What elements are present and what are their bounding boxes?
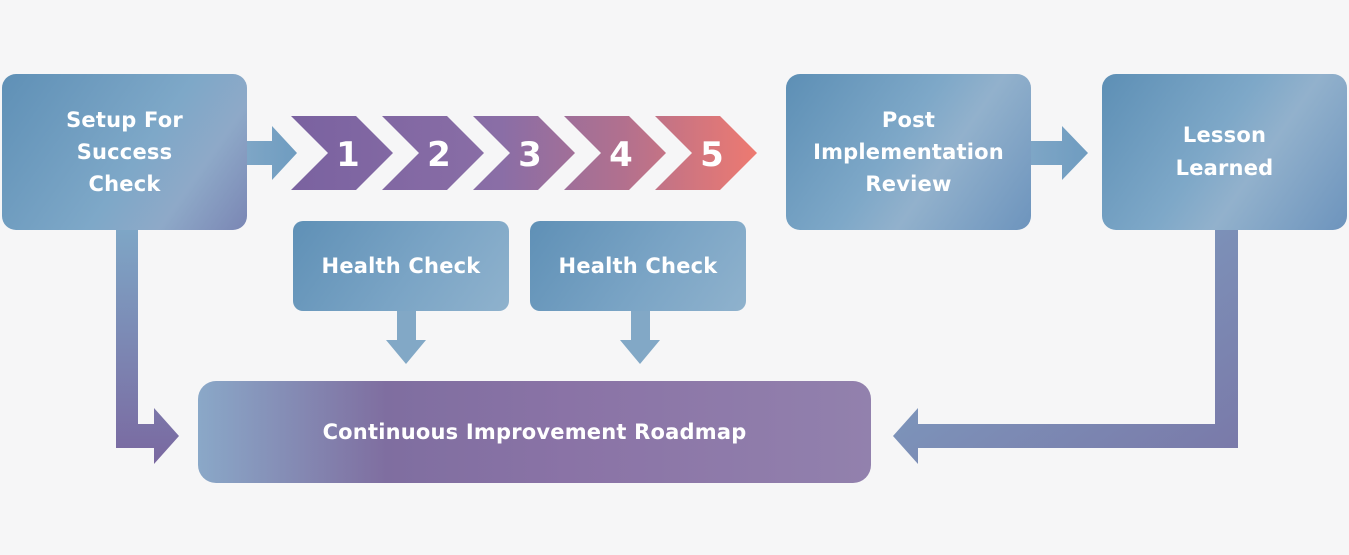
post-implementation-review-box: Post Implementation Review bbox=[786, 74, 1031, 230]
step-chevron-4 bbox=[564, 116, 666, 190]
step-chevrons: 1 2 3 4 5 bbox=[291, 116, 757, 190]
step-chevron-1 bbox=[291, 116, 393, 190]
arrow-setup-to-roadmap bbox=[116, 230, 179, 464]
step-chevron-3 bbox=[473, 116, 575, 190]
lesson-box-label: Lesson Learned bbox=[1175, 123, 1274, 180]
step-label-4: 4 bbox=[609, 135, 633, 175]
arrow-health-check-1-down bbox=[386, 311, 426, 364]
setup-box-label: Setup For Success Check bbox=[66, 108, 183, 196]
arrow-post-to-lesson bbox=[1031, 126, 1088, 180]
roadmap-label: Continuous Improvement Roadmap bbox=[322, 420, 747, 444]
continuous-improvement-roadmap-box: Continuous Improvement Roadmap bbox=[198, 381, 871, 483]
arrow-health-check-2-down bbox=[620, 311, 660, 364]
step-chevron-2 bbox=[382, 116, 484, 190]
step-label-1: 1 bbox=[336, 135, 360, 175]
post-box-label: Post Implementation Review bbox=[813, 108, 1004, 196]
arrow-lesson-to-roadmap bbox=[893, 230, 1238, 464]
arrow-setup-to-steps bbox=[247, 126, 297, 180]
step-label-5: 5 bbox=[700, 135, 724, 175]
health-check-box-2: Health Check bbox=[530, 221, 746, 311]
lesson-learned-box: Lesson Learned bbox=[1102, 74, 1347, 230]
step-chevron-5 bbox=[655, 116, 757, 190]
health-check-box-1: Health Check bbox=[293, 221, 509, 311]
health-check-2-label: Health Check bbox=[558, 254, 718, 278]
setup-for-success-check-box: Setup For Success Check bbox=[2, 74, 247, 230]
step-label-2: 2 bbox=[427, 135, 451, 175]
health-check-1-label: Health Check bbox=[321, 254, 481, 278]
step-label-3: 3 bbox=[518, 135, 542, 175]
